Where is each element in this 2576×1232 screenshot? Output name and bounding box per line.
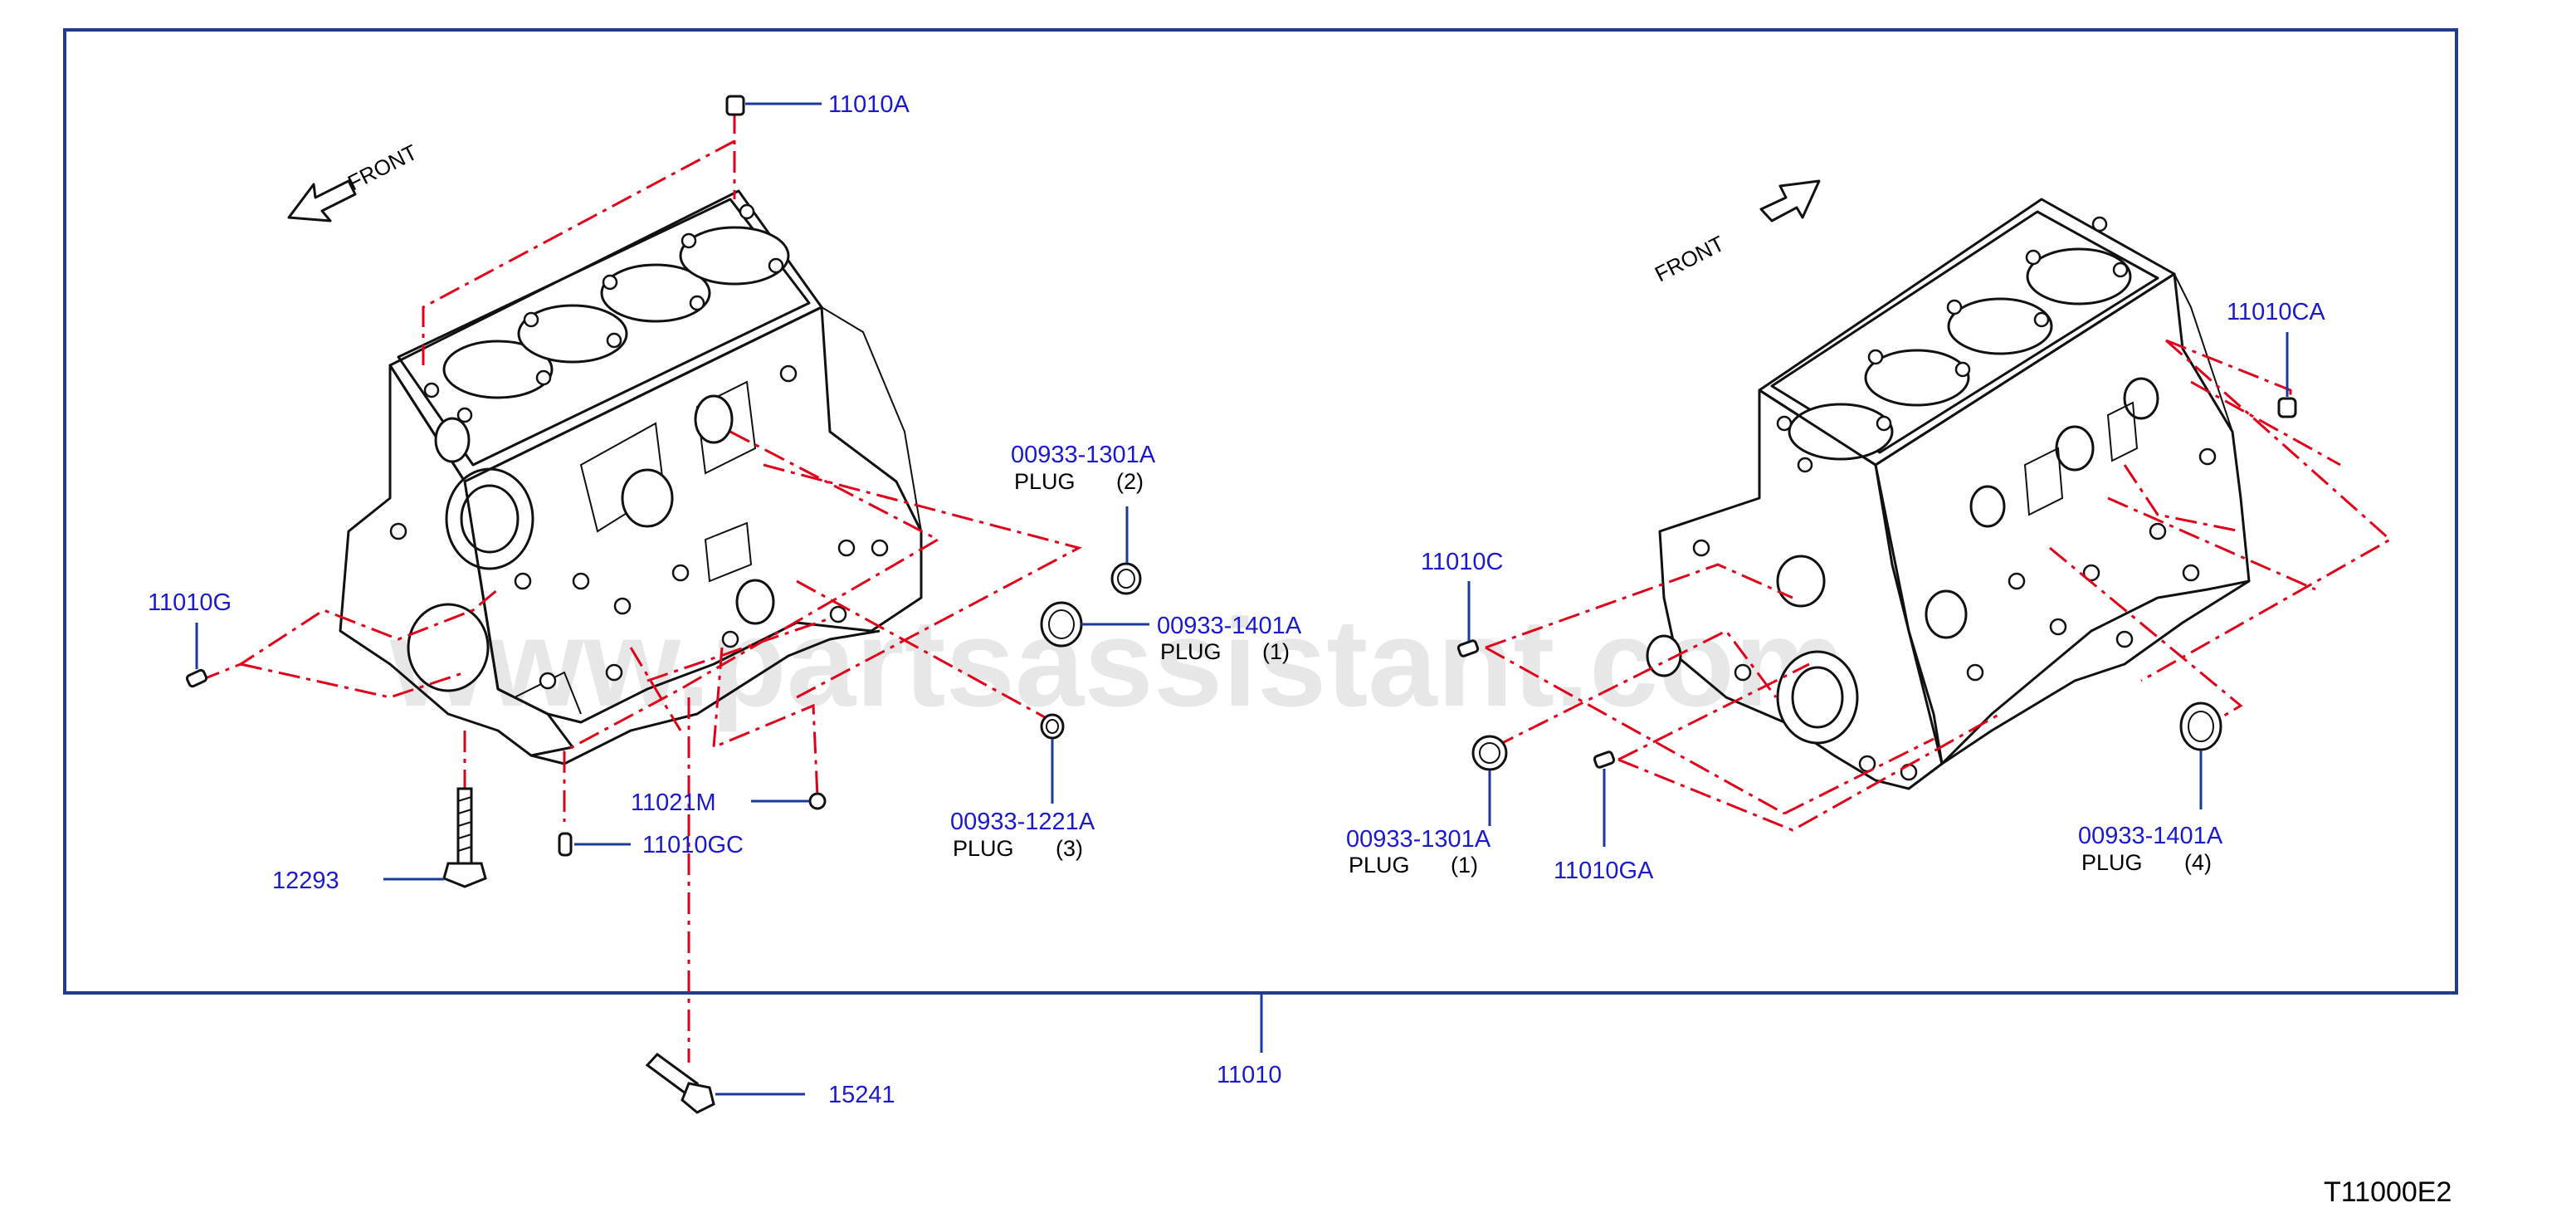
part-11010GA[interactable]: 11010GA [1554,750,1654,884]
svg-text:12293: 12293 [272,868,339,894]
part-11010C[interactable]: 11010C [1421,549,1503,658]
svg-text:11010GC: 11010GC [642,832,744,858]
side-bosses-right [1692,447,2217,781]
part-00933-1301A-left[interactable]: 00933-1301A PLUG (2) [1011,442,1156,595]
assembly-frame [63,28,2458,995]
svg-text:15241: 15241 [828,1082,895,1108]
part-11010CA[interactable]: 11010CA [2227,299,2325,418]
svg-text:11021M: 11021M [631,790,716,816]
svg-text:PLUG: PLUG [2081,850,2143,875]
svg-text:11010C: 11010C [1421,549,1503,575]
svg-text:FRONT: FRONT [1651,231,1729,286]
svg-text:PLUG: PLUG [953,836,1014,861]
part-12293[interactable]: 12293 [272,787,487,894]
diagram-id: T11000E2 [2324,1176,2452,1208]
engine-block-left [339,189,923,765]
svg-text:11010CA: 11010CA [2227,299,2325,325]
svg-text:PLUG: PLUG [1349,853,1410,878]
part-11010GC[interactable]: 11010GC [558,832,744,858]
watermark: www.partsassistant.com [389,593,1845,732]
svg-text:PLUG: PLUG [1160,639,1222,664]
part-00933-1401A-left[interactable]: 00933-1401A PLUG (1) [1040,601,1302,664]
svg-text:11010G: 11010G [148,589,232,616]
svg-text:(1): (1) [1451,853,1478,878]
svg-text:00933-1401A: 00933-1401A [2078,823,2223,849]
svg-text:11010: 11010 [1217,1062,1282,1088]
front-arrow-right: FRONT [1651,179,1821,286]
front-arrow-left: FRONT [287,139,422,222]
svg-text:00933-1401A: 00933-1401A [1157,613,1302,639]
svg-text:(2): (2) [1116,469,1144,494]
svg-text:FRONT: FRONT [344,139,422,195]
part-00933-1401A-right[interactable]: 00933-1401A PLUG (4) [2078,702,2223,875]
svg-text:(3): (3) [1056,836,1083,861]
svg-text:11010A: 11010A [828,91,910,118]
svg-text:(4): (4) [2184,850,2212,875]
part-11010G[interactable]: 11010G [148,589,232,688]
svg-text:00933-1221A: 00933-1221A [950,809,1095,835]
part-00933-1301A-right[interactable]: 00933-1301A PLUG (1) [1346,735,1508,878]
svg-text:00933-1301A: 00933-1301A [1011,442,1156,468]
engine-block-right [1646,198,2251,790]
part-11021M[interactable]: 11021M [631,790,827,816]
phantom-lines-left [198,112,1083,1063]
deck-holes-right [1776,216,2129,473]
part-11010A[interactable]: 11010A [725,91,910,118]
deck-holes-left [423,203,784,423]
svg-text:11010GA: 11010GA [1554,858,1654,884]
svg-text:(1): (1) [1262,639,1290,664]
part-00933-1221A[interactable]: 00933-1221A PLUG (3) [950,713,1095,861]
part-15241[interactable]: 15241 [645,1053,895,1114]
part-11010-assembly[interactable]: 11010 [1217,994,1282,1088]
side-bosses-left [389,364,889,690]
svg-text:PLUG: PLUG [1014,469,1076,494]
svg-text:00933-1301A: 00933-1301A [1346,826,1491,853]
phantom-lines-right [1485,339,2393,832]
